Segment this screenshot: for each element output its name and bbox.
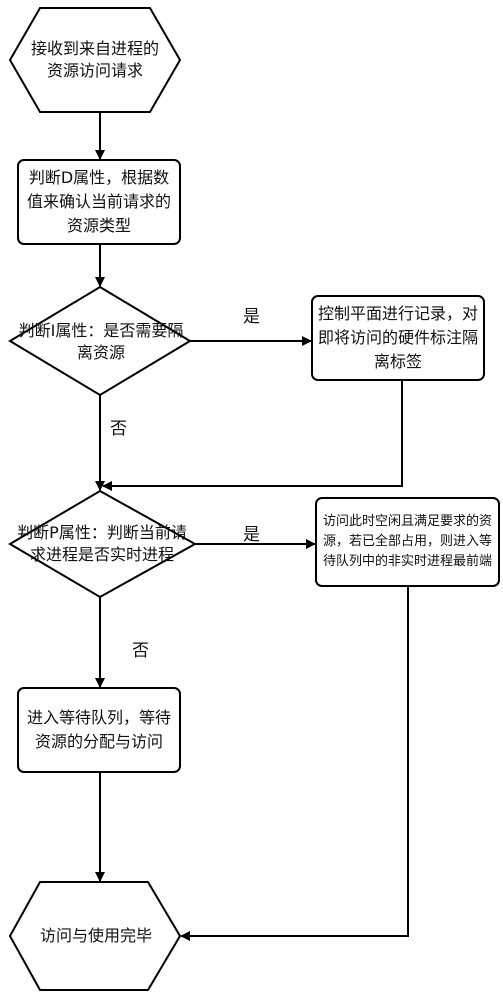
end-label: 访问与使用完毕 xyxy=(26,920,166,952)
edge-label-i-yes: 是 xyxy=(243,307,260,327)
edge-label-i-no: 否 xyxy=(110,419,127,439)
judge-d-label: 判断D属性，根据数值来确认当前请求的资源类型 xyxy=(24,164,174,240)
control-plane-label: 控制平面进行记录，对即将访问的硬件标注隔离标签 xyxy=(318,300,478,376)
end-hexagon xyxy=(8,881,182,991)
control-plane-box xyxy=(311,295,485,381)
start-hexagon xyxy=(8,7,182,113)
edge-access-to-end xyxy=(180,586,409,941)
wait-queue-label: 进入等待队列，等待资源的分配与访问 xyxy=(24,692,174,768)
access-idle-text: 访问此时空闲且满足要求的资源，若已全部占用，则进入等待队列中的非实时进程最前端 xyxy=(322,514,492,569)
end-text: 访问与使用完毕 xyxy=(39,926,152,945)
access-idle-label: 访问此时空闲且满足要求的资源，若已全部占用，则进入等待队列中的非实时进程最前端 xyxy=(320,500,495,584)
edge-label-p-no: 否 xyxy=(132,641,149,661)
judge-d-text: 判断D属性，根据数值来确认当前请求的资源类型 xyxy=(26,168,171,235)
judge-p-label: 判断P属性：判断当前请求进程是否实时进程 xyxy=(14,510,190,578)
wait-queue-text: 进入等待队列，等待资源的分配与访问 xyxy=(26,708,171,751)
edge-label-p-yes: 是 xyxy=(243,525,260,545)
start-label: 接收到来自进程的资源访问请求 xyxy=(28,30,162,90)
edge-control-to-p xyxy=(102,380,403,491)
judge-p-text: 判断P属性：判断当前请求进程是否实时进程 xyxy=(17,523,187,564)
control-plane-text: 控制平面进行记录，对即将访问的硬件标注隔离标签 xyxy=(318,304,479,371)
start-text: 接收到来自进程的资源访问请求 xyxy=(30,39,159,80)
judge-i-text: 判断I属性：是否需要隔离资源 xyxy=(18,321,184,362)
judge-i-label: 判断I属性：是否需要隔离资源 xyxy=(18,318,184,366)
